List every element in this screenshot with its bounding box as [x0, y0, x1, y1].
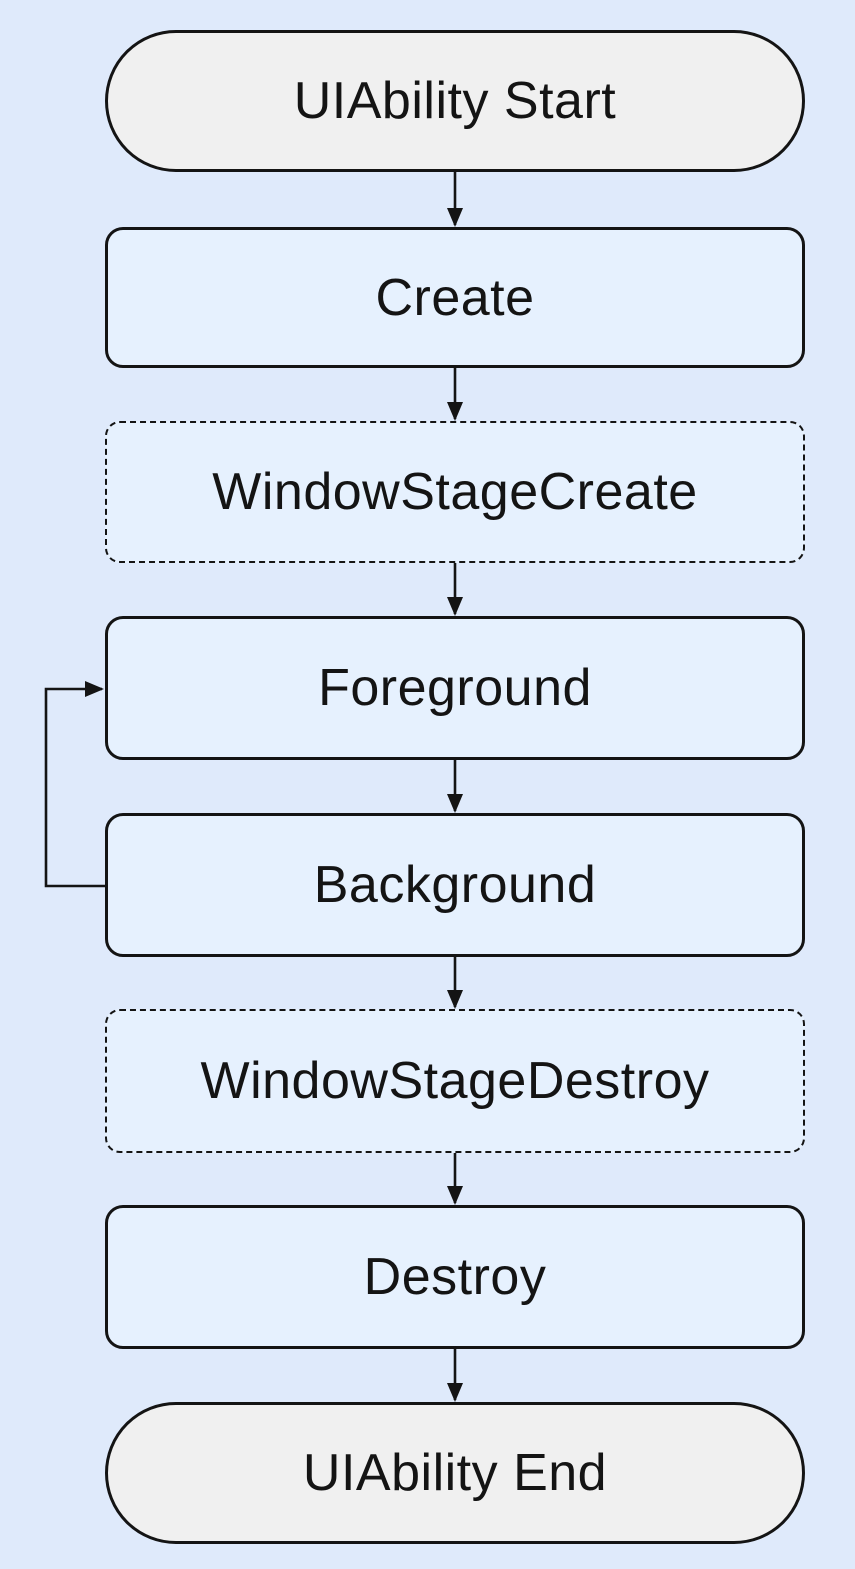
node-create-label: Create: [375, 268, 535, 327]
node-window-stage-destroy-label: WindowStageDestroy: [200, 1052, 710, 1110]
node-foreground-label: Foreground: [318, 659, 592, 717]
node-window-stage-create-label: WindowStageCreate: [212, 463, 698, 521]
node-uiability-end: UIAbility End: [105, 1402, 805, 1544]
node-uiability-start: UIAbility Start: [105, 30, 805, 172]
node-window-stage-destroy: WindowStageDestroy: [105, 1009, 805, 1153]
node-destroy-label: Destroy: [363, 1248, 547, 1306]
node-background: Background: [105, 813, 805, 957]
node-uiability-end-label: UIAbility End: [302, 1444, 608, 1502]
node-background-label: Background: [313, 856, 597, 914]
node-foreground: Foreground: [105, 616, 805, 760]
node-uiability-start-label: UIAbility Start: [293, 72, 617, 130]
node-window-stage-create: WindowStageCreate: [105, 421, 805, 563]
node-create: Create: [105, 227, 805, 368]
node-destroy: Destroy: [105, 1205, 805, 1349]
edge-background-loop-to-foreground: [44, 681, 105, 888]
